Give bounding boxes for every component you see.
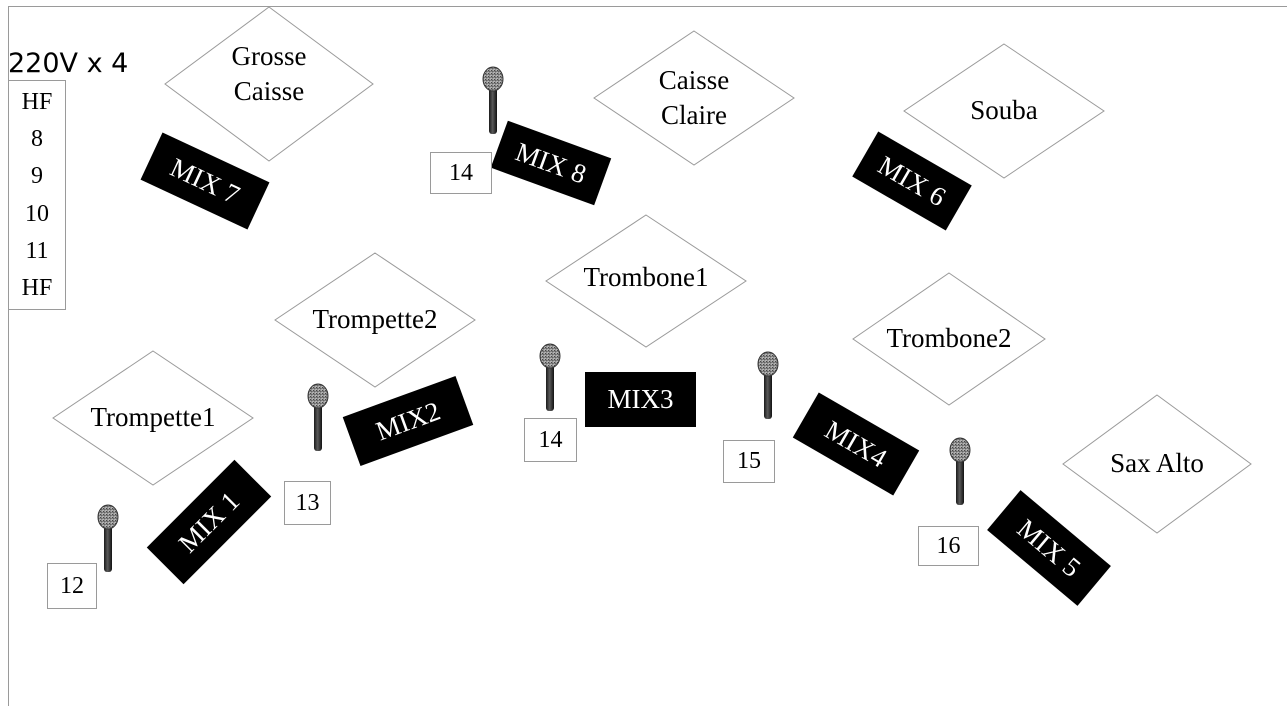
instrument-trombone1: Trombone1: [545, 214, 747, 348]
channel-item: HF: [21, 275, 53, 302]
microphone-icon: [307, 383, 329, 451]
instrument-caisse-claire: Caisse Claire: [593, 30, 795, 166]
stage-frame: [8, 6, 1287, 706]
instrument-label: Trompette2: [312, 304, 438, 335]
wireless-channel-list: HF 8 9 10 11 HF: [8, 80, 66, 310]
instrument-sax-alto: Sax Alto: [1062, 394, 1252, 534]
channel-item: 9: [31, 163, 43, 190]
mic-channel-number: 15: [723, 440, 775, 483]
instrument-trompette1: Trompette1: [52, 350, 254, 486]
mic-channel-number: 14: [430, 152, 492, 194]
instrument-label: Caisse Claire: [658, 64, 730, 130]
instrument-label: Sax Alto: [1110, 448, 1204, 479]
instrument-grosse-caisse: Grosse Caisse: [164, 6, 374, 162]
microphone-icon: [949, 437, 971, 505]
instrument-label: Trombone2: [886, 323, 1012, 354]
microphone-icon: [757, 351, 779, 419]
mic-channel-number: 12: [47, 563, 97, 609]
mic-channel-number: 16: [918, 526, 979, 566]
instrument-label: Grosse Caisse: [231, 40, 307, 106]
channel-item: HF: [21, 88, 53, 115]
channel-item: 8: [31, 125, 43, 152]
channel-item: 11: [25, 237, 49, 264]
channel-item: 10: [25, 200, 49, 227]
stage-plot: 220V x 4 HF 8 9 10 11 HF Grosse Caisse C…: [8, 6, 1287, 706]
instrument-label: Souba: [970, 95, 1038, 126]
power-label: 220V x 4: [8, 48, 129, 79]
instrument-souba: Souba: [903, 43, 1105, 179]
monitor-mix-3: MIX3: [585, 372, 696, 427]
mic-channel-number: 13: [284, 481, 331, 525]
microphone-icon: [97, 504, 119, 572]
instrument-label: Trombone1: [583, 262, 709, 293]
instrument-trompette2: Trompette2: [274, 252, 476, 388]
instrument-trombone2: Trombone2: [852, 272, 1046, 406]
microphone-icon: [482, 66, 504, 134]
mic-channel-number: 14: [524, 418, 577, 462]
instrument-label: Trompette1: [90, 402, 216, 433]
microphone-icon: [539, 343, 561, 411]
